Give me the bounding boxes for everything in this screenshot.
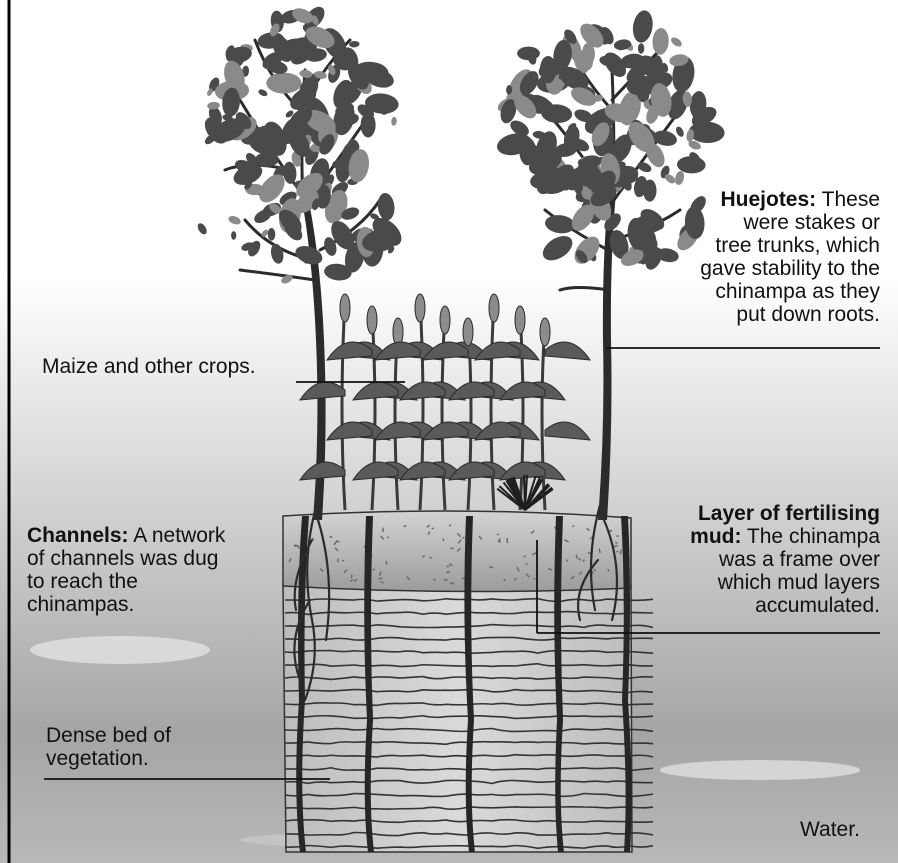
mud-label: Layer of fertilising mud: The chinampa w… [620, 502, 880, 617]
huejotes-label: Huejotes: These were stakes or tree trun… [620, 188, 880, 326]
water-label: Water. [800, 818, 860, 841]
mud-term-line-2: mud: [690, 525, 741, 548]
water-text: Water. [800, 818, 860, 841]
channels-line-1: A network [129, 524, 226, 547]
maize-text: Maize and other crops. [42, 355, 256, 378]
huejotes-line-3: tree trunks, which [715, 234, 880, 257]
huejotes-line-6: put down roots. [736, 303, 880, 326]
huejotes-line-5: chinampa as they [715, 280, 880, 303]
mud-line-1: The chinampa [741, 525, 880, 548]
channels-line-3: to reach the [27, 570, 138, 593]
huejotes-term: Huejotes: [720, 188, 816, 211]
huejotes-line-2: were stakes or [743, 211, 880, 234]
mud-term-line-1: Layer of fertilising [698, 502, 880, 525]
maize-label: Maize and other crops. [42, 355, 256, 378]
mud-line-2: was a frame over [719, 548, 880, 571]
vegetation-label: Dense bed of vegetation. [46, 724, 171, 770]
vegetation-line-2: vegetation. [46, 747, 149, 770]
vegetation-line-1: Dense bed of [46, 724, 171, 747]
channels-label: Channels: A network of channels was dug … [27, 524, 287, 616]
channels-line-2: of channels was dug [27, 547, 218, 570]
mud-line-4: accumulated. [755, 594, 880, 617]
huejotes-line-4: gave stability to the [700, 257, 880, 280]
mud-line-3: which mud layers [718, 571, 880, 594]
mud-layer [283, 511, 631, 592]
huejotes-line-1: These [816, 188, 880, 211]
channels-term: Channels: [27, 524, 129, 547]
channels-line-4: chinampas. [27, 593, 134, 616]
